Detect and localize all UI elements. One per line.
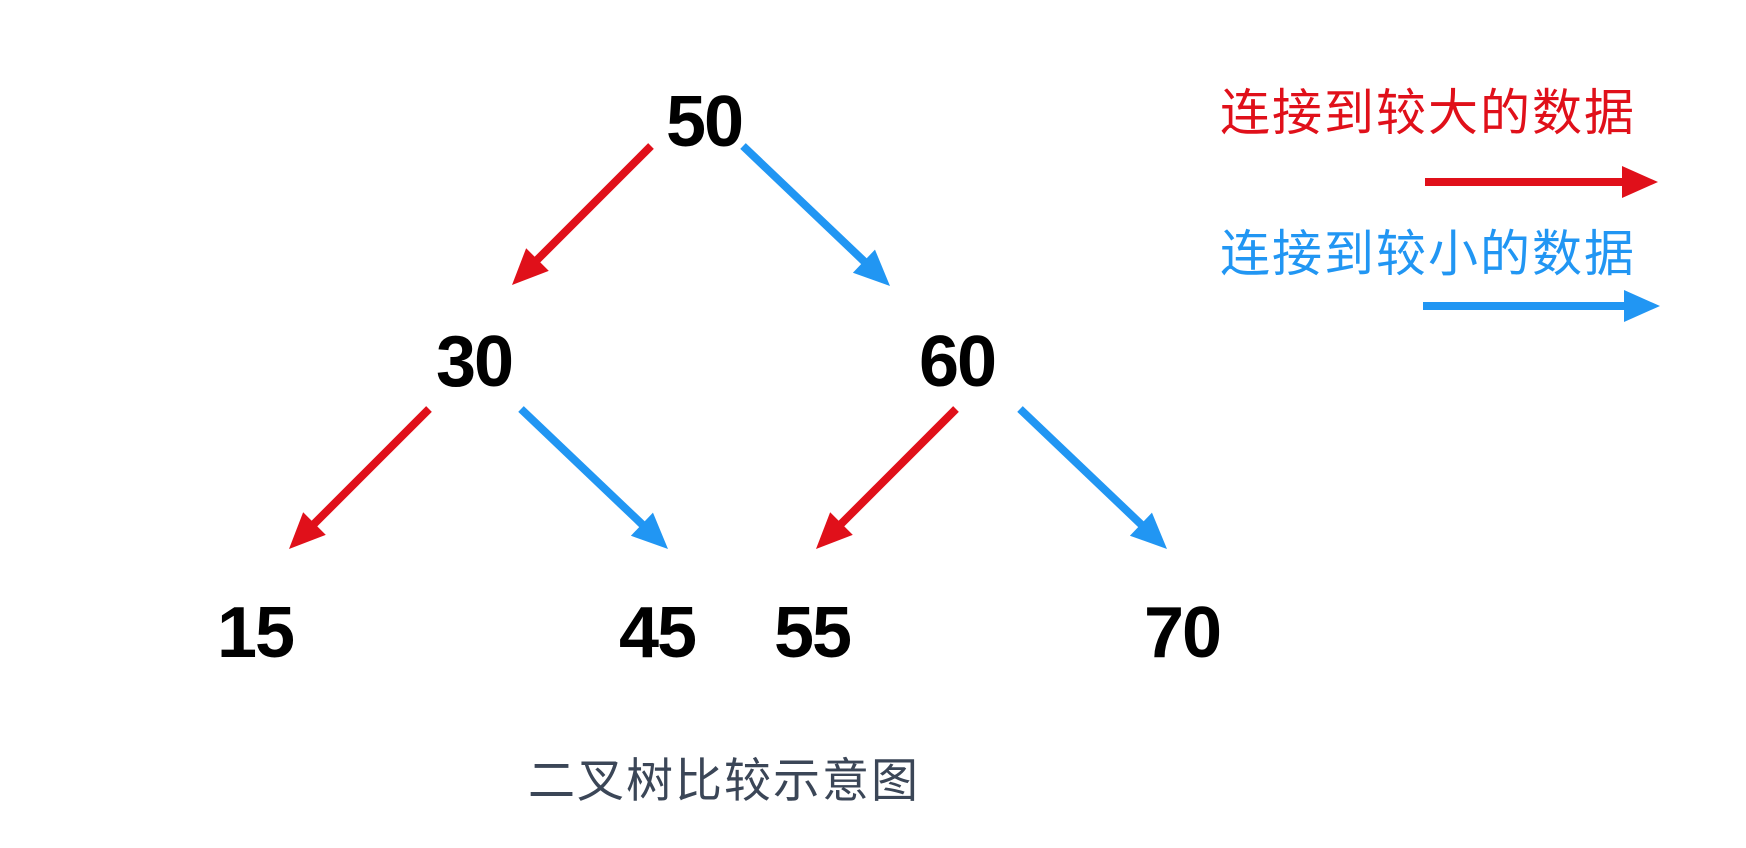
arrow-head-icon (852, 249, 890, 286)
node-70: 70 (1144, 593, 1222, 673)
node-45: 45 (619, 593, 697, 673)
arrow-head-icon (1624, 290, 1660, 322)
arrow-head-icon (630, 512, 668, 549)
arrow-shaft (310, 406, 432, 528)
arrow-shaft (740, 143, 869, 266)
edge-30-to-45-smaller (518, 406, 668, 549)
node-50: 50 (666, 82, 744, 162)
node-60: 60 (919, 322, 997, 402)
legend-arrow-smaller (1423, 290, 1660, 322)
arrow-head-icon (816, 512, 853, 549)
node-15: 15 (217, 593, 295, 673)
edge-60-to-70-smaller (1017, 406, 1167, 549)
tree-edges (289, 143, 1167, 549)
arrow-head-icon (1129, 512, 1167, 549)
arrow-shaft (518, 406, 647, 529)
arrow-shaft (533, 143, 654, 264)
node-55: 55 (774, 593, 852, 673)
arrow-head-icon (1622, 166, 1658, 198)
diagram-caption: 二叉树比较示意图 (528, 754, 920, 809)
arrow-shaft (837, 406, 959, 528)
node-30: 30 (436, 322, 514, 402)
arrow-shaft (1017, 406, 1146, 529)
edge-50-to-60-smaller (740, 143, 890, 286)
arrow-head-icon (512, 248, 549, 285)
edge-50-to-30-larger (512, 143, 654, 285)
edge-30-to-15-larger (289, 406, 432, 549)
legend-larger-label: 连接到较大的数据 (1220, 84, 1636, 142)
legend-arrow-larger (1425, 166, 1658, 198)
legend-arrows (1423, 166, 1660, 322)
arrow-head-icon (289, 512, 326, 549)
legend-smaller-label: 连接到较小的数据 (1220, 225, 1636, 283)
edge-60-to-55-larger (816, 406, 959, 549)
